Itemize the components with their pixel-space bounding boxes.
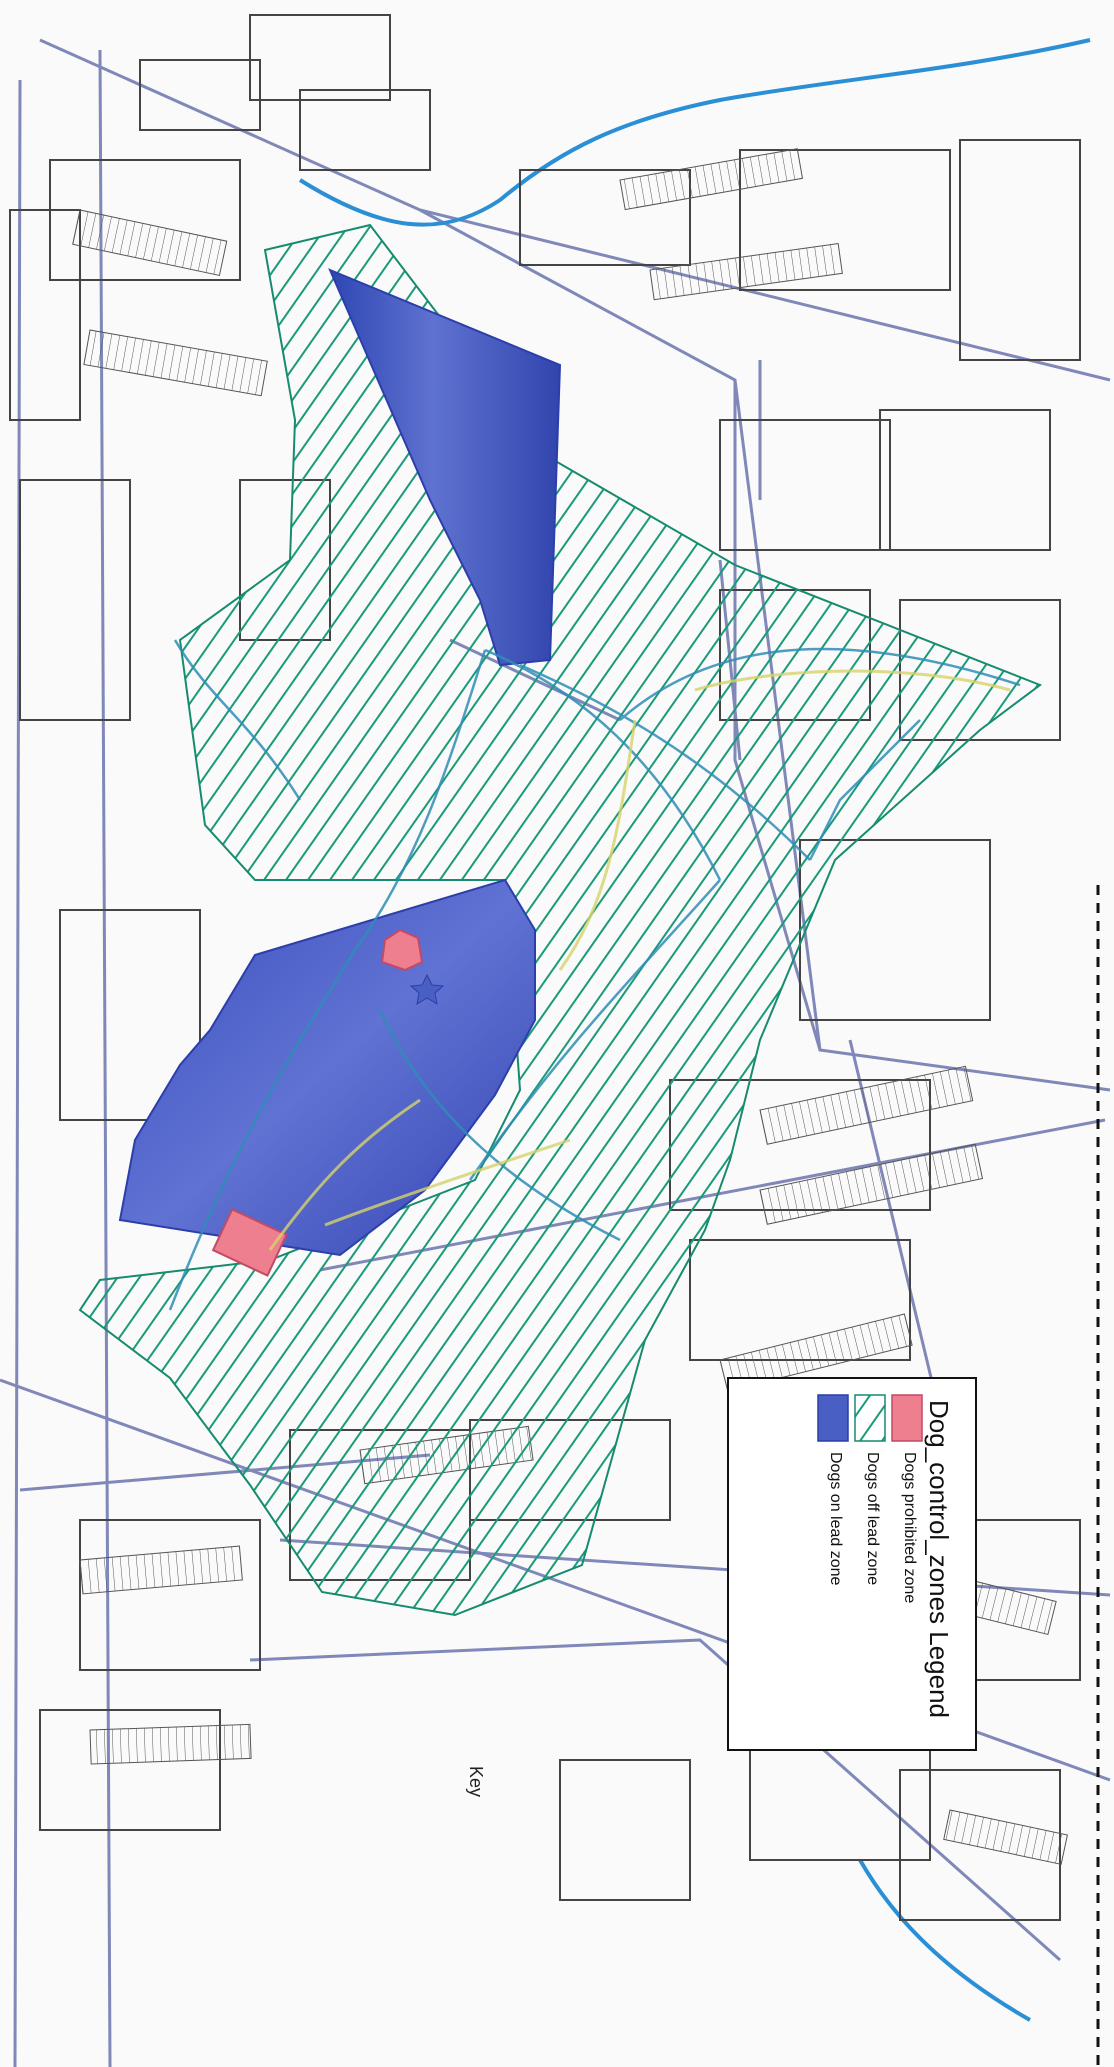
river — [298, 38, 1091, 2022]
dogs-on-lead-zone-north — [328, 268, 562, 667]
legend-off-lead-label: Dogs off lead zone — [864, 1452, 881, 1585]
park-paths — [168, 639, 1021, 1311]
star-marker-icon — [409, 973, 445, 1005]
dogs-prohibited-zone-large — [211, 1208, 288, 1277]
legend-on-lead-label: Dogs on lead zone — [827, 1452, 844, 1586]
key-label: Key — [466, 1766, 486, 1797]
legend-title: Dog_control_zones Legend — [924, 1400, 954, 1718]
legend-box: Dog_control_zones Legend Dogs prohibited… — [727, 1377, 977, 1751]
legend-frame — [727, 1377, 977, 1751]
dogs-prohibited-zone-small — [380, 928, 424, 972]
legend-off-lead-swatch — [854, 1394, 886, 1442]
yellow-paths — [268, 669, 1011, 1251]
dogs-on-lead-zone-central — [118, 878, 536, 1257]
legend-prohibited-swatch — [891, 1394, 923, 1442]
legend-prohibited-label: Dogs prohibited zone — [901, 1452, 918, 1603]
legend-on-lead-swatch — [817, 1394, 849, 1442]
dogs-off-lead-zone — [78, 223, 1043, 1617]
